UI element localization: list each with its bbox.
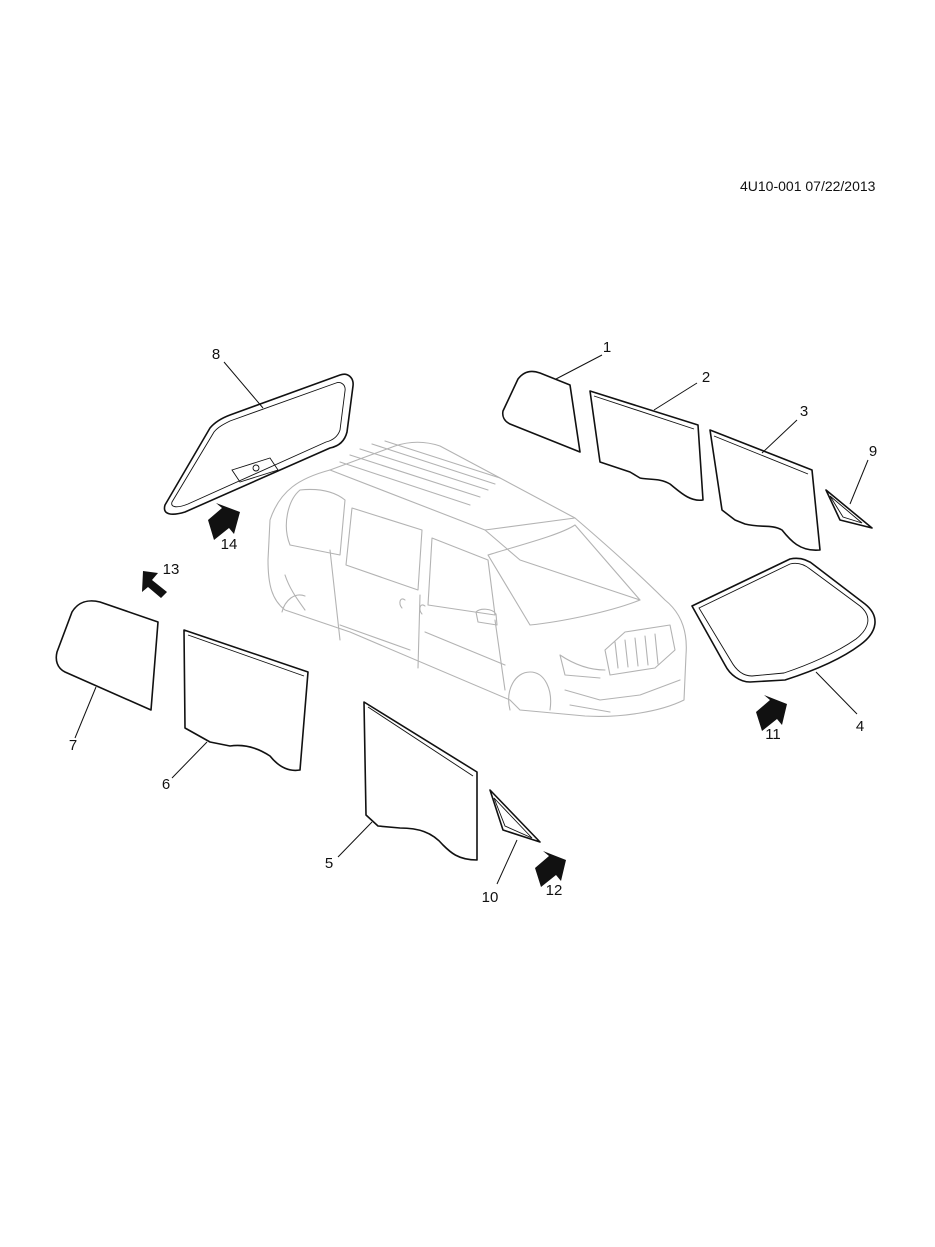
- callout-12: 12: [546, 882, 563, 899]
- callout-7: 7: [69, 737, 77, 754]
- glass-part-7: [55, 600, 159, 739]
- glass-part-2: [589, 382, 704, 502]
- glass-part-3: [709, 419, 821, 551]
- glass-part-1: [501, 354, 603, 453]
- callout-13: 13: [163, 561, 180, 578]
- view-arrow-14: [208, 503, 240, 540]
- document-id: 4U10-001 07/22/2013: [740, 178, 876, 194]
- callout-labels: 1 2 3 4 5 6 7 8 9 10 11 12 13 14: [69, 339, 877, 906]
- glass-part-4: [691, 557, 876, 715]
- callout-1: 1: [603, 339, 611, 356]
- view-arrow-11: [756, 695, 787, 731]
- glass-part-9: [825, 459, 873, 529]
- callout-4: 4: [856, 718, 864, 735]
- callout-10: 10: [482, 889, 499, 906]
- vehicle-outline: [267, 440, 687, 717]
- glass-part-8: [163, 361, 354, 515]
- callout-8: 8: [212, 346, 220, 363]
- view-arrow-13: [142, 571, 167, 598]
- callout-2: 2: [702, 369, 710, 386]
- glass-part-5: [337, 701, 478, 861]
- callout-14: 14: [221, 536, 238, 553]
- callout-6: 6: [162, 776, 170, 793]
- callout-3: 3: [800, 403, 808, 420]
- callout-11: 11: [765, 726, 781, 743]
- glass-part-6: [171, 629, 309, 779]
- view-arrow-12: [535, 851, 566, 887]
- callout-5: 5: [325, 855, 333, 872]
- callout-9: 9: [869, 443, 877, 460]
- glass-part-10: [489, 789, 541, 885]
